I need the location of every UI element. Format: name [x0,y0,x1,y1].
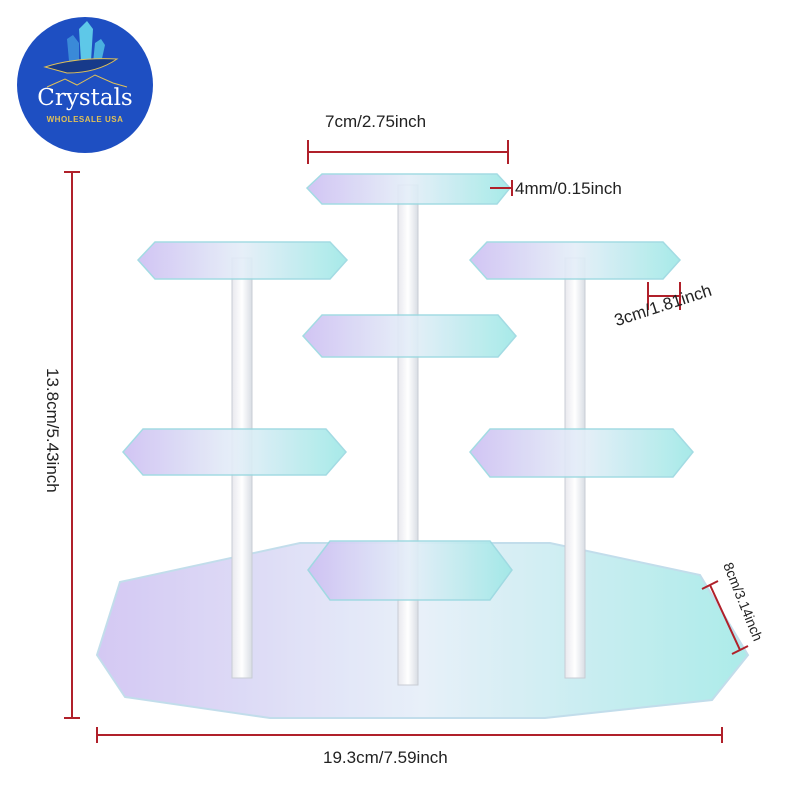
upper-left-plate [136,241,349,280]
logo-brand: Crystals [37,85,133,111]
lower-right-plate [469,428,694,478]
total-height-label: 13.8cm/5.43inch [43,368,62,493]
crystals-wholesale-logo: Crystals WHOLESALE USA [17,17,153,153]
dimension-lines [64,140,749,743]
lower-left-plate [122,428,347,476]
crystal-hand-icon [43,21,128,88]
plates [122,173,694,601]
plate-thickness-label: 4mm/0.15inch [515,179,622,198]
total-width-label: 19.3cm/7.59inch [323,748,448,767]
bottom-center-plate [307,540,513,601]
top-plate [305,173,511,205]
upper-right-plate [468,241,682,280]
logo-tagline: WHOLESALE USA [46,115,124,124]
middle-plate [301,314,517,358]
top-plate-width-label: 7cm/2.75inch [325,112,427,131]
